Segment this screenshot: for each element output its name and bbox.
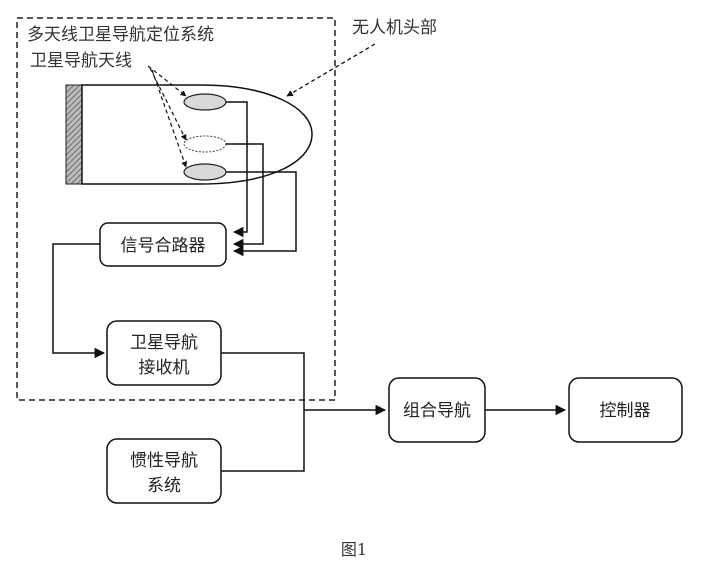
antenna-3 bbox=[183, 163, 227, 181]
controller-label: 控制器 bbox=[600, 401, 651, 421]
antenna-pointers bbox=[147, 65, 188, 168]
ins-label-2: 系统 bbox=[147, 476, 181, 496]
combiner-to-receiver-line bbox=[52, 243, 106, 359]
system-label: 多天线卫星导航定位系统 bbox=[27, 25, 214, 45]
satnav-receiver-label-1: 卫星导航 bbox=[130, 333, 198, 353]
ins-label-1: 惯性导航 bbox=[130, 451, 198, 471]
signal-combiner-label: 信号合路器 bbox=[121, 236, 206, 256]
antenna-label: 卫星导航天线 bbox=[30, 51, 132, 71]
uav-head-pointer bbox=[286, 43, 376, 97]
antenna-1 bbox=[183, 93, 227, 111]
uav-head-outline bbox=[81, 84, 313, 185]
integrated-nav-label: 组合导航 bbox=[403, 401, 471, 421]
figure-caption: 图1 bbox=[341, 540, 367, 559]
antenna-feed-lines bbox=[226, 101, 297, 257]
controller-block bbox=[568, 377, 683, 443]
merge-lines bbox=[221, 352, 387, 472]
antenna-2 bbox=[183, 135, 227, 153]
hatched-mount bbox=[65, 84, 83, 185]
satnav-receiver-label-2: 接收机 bbox=[139, 358, 190, 378]
uav-head-label: 无人机头部 bbox=[352, 18, 437, 38]
